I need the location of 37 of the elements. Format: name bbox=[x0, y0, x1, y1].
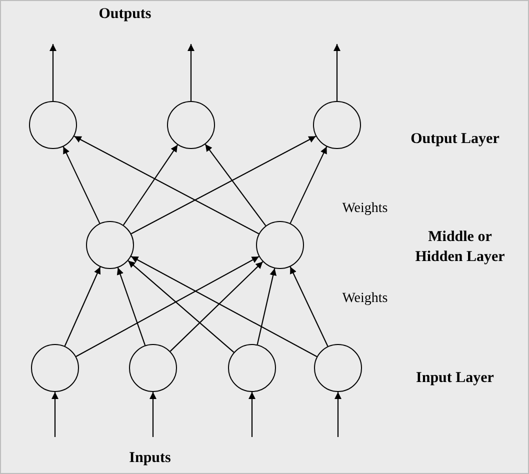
arrow bbox=[130, 256, 318, 358]
layer-label: Input Layer bbox=[415, 369, 495, 388]
neuron-circle bbox=[314, 344, 362, 392]
arrow bbox=[204, 144, 266, 226]
neuron-circle bbox=[86, 221, 134, 269]
arrow bbox=[248, 392, 256, 437]
neuron-circle bbox=[29, 101, 77, 149]
arrow bbox=[64, 266, 101, 346]
arrow bbox=[150, 392, 156, 437]
arrow bbox=[290, 266, 328, 347]
neuron-circle bbox=[129, 344, 177, 392]
neuron-circle bbox=[313, 101, 361, 149]
layer-label: Output Layer bbox=[410, 130, 500, 149]
neuron-circle bbox=[228, 344, 276, 392]
weights-label: Weights bbox=[341, 290, 389, 308]
arrow bbox=[76, 256, 260, 357]
heading: Outputs bbox=[98, 5, 152, 24]
neuron-circle bbox=[256, 221, 304, 269]
arrow bbox=[130, 136, 316, 234]
heading: Inputs bbox=[128, 449, 172, 468]
arrow bbox=[290, 146, 328, 224]
neuron-circle bbox=[31, 344, 79, 392]
layer-label: Middle or Hidden Layer bbox=[414, 228, 506, 266]
arrow bbox=[74, 136, 260, 234]
arrow bbox=[128, 260, 234, 353]
arrow bbox=[170, 261, 264, 352]
weights-label: Weights bbox=[341, 200, 389, 218]
arrow bbox=[62, 146, 100, 224]
arrow bbox=[122, 144, 178, 226]
arrow bbox=[188, 44, 194, 101]
arrow bbox=[334, 392, 342, 437]
arrow bbox=[50, 44, 56, 101]
arrow bbox=[116, 267, 146, 346]
neuron-circle bbox=[167, 101, 215, 149]
arrow bbox=[334, 44, 340, 101]
arrow bbox=[52, 392, 58, 437]
arrow bbox=[256, 268, 277, 345]
